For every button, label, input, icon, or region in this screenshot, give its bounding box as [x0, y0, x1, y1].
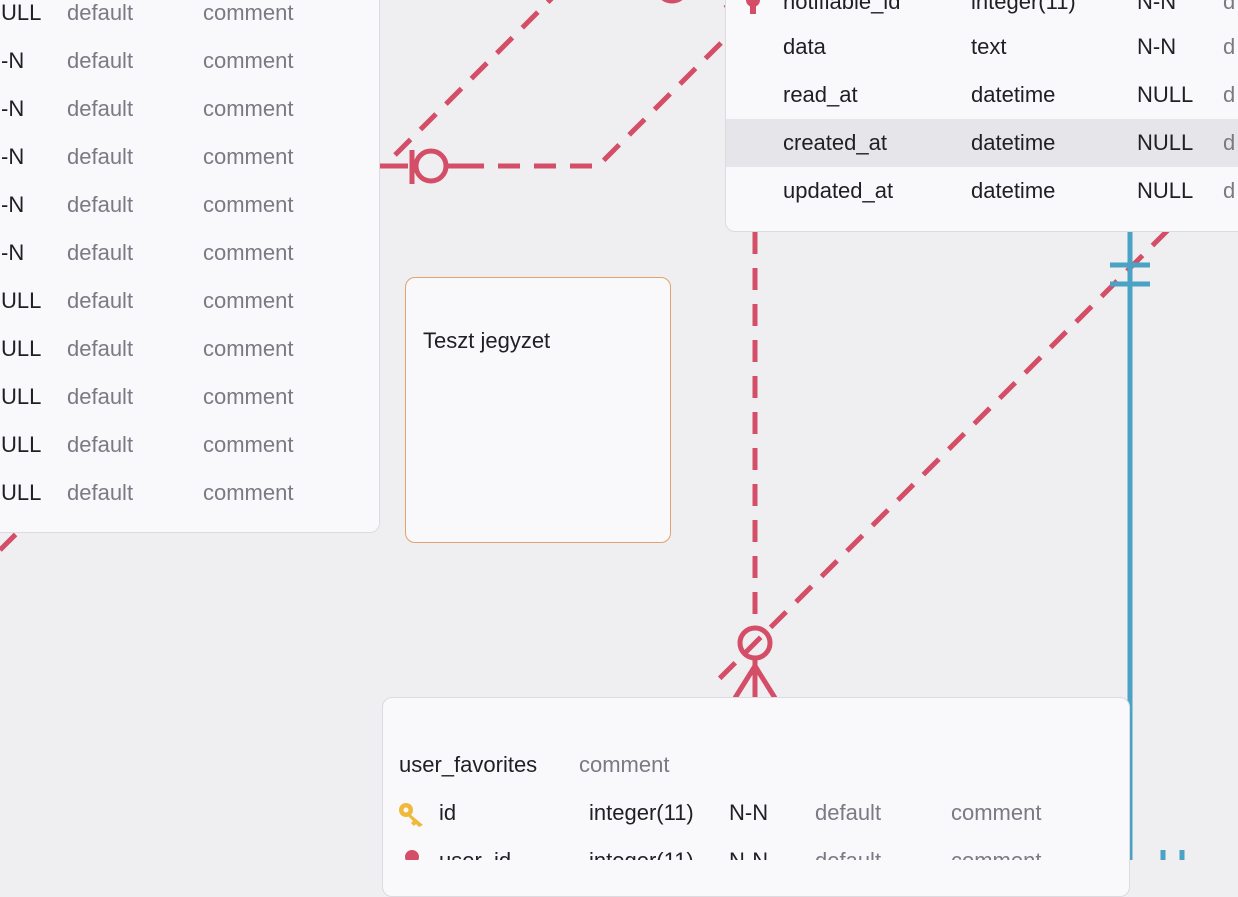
left-table[interactable]: ULL default comment -N default comment -… — [0, 0, 380, 533]
column-default: d — [1223, 130, 1236, 155]
column-name: user_id — [439, 837, 511, 860]
relation-line-left-mid[interactable] — [462, 27, 737, 169]
column-nullable: N-N — [729, 800, 769, 825]
table-row[interactable]: data text N-N d — [726, 23, 1238, 71]
column-type: datetime — [971, 178, 1056, 203]
column-default: d — [1223, 34, 1236, 59]
table-row[interactable]: read_at datetime NULL d — [726, 71, 1238, 119]
column-comment: comment — [951, 800, 1042, 825]
column-default: default — [67, 0, 134, 25]
column-name: read_at — [783, 82, 858, 107]
column-nullable: N-N — [1137, 0, 1177, 14]
column-nullable: NULL — [1137, 130, 1194, 155]
table-row[interactable]: ULL default comment — [0, 0, 379, 37]
column-default: default — [67, 96, 134, 121]
column-comment: comment — [203, 144, 294, 169]
column-nullable: -N — [1, 144, 25, 169]
column-default: default — [67, 48, 134, 73]
relation-line-left-bottom[interactable] — [0, 532, 18, 552]
column-default: default — [67, 480, 134, 505]
note-text: Teszt jegyzet — [423, 328, 551, 353]
column-nullable: ULL — [1, 432, 42, 457]
column-nullable: ULL — [1, 384, 42, 409]
table-row[interactable]: -N default comment — [0, 133, 379, 181]
column-comment: comment — [203, 480, 294, 505]
cardinality-zero-circle — [413, 148, 449, 184]
column-default: default — [67, 192, 134, 217]
column-name: updated_at — [783, 178, 894, 203]
column-default: d — [1223, 178, 1236, 203]
table-name[interactable]: user_favorites — [399, 752, 538, 777]
column-name: id — [439, 800, 457, 825]
relation-line-left-top[interactable] — [393, 0, 560, 157]
table-row[interactable]: notifiable_id integer(11) N-N d — [726, 0, 1238, 26]
table-row-selected[interactable]: created_at datetime NULL d — [726, 119, 1238, 167]
column-nullable: -N — [1, 240, 25, 265]
table-row[interactable]: ULL default comment — [0, 421, 379, 469]
table-row[interactable]: ULL default comment — [0, 373, 379, 421]
column-default: default — [815, 800, 882, 825]
table-row[interactable]: -N default comment — [0, 229, 379, 277]
crowfoot-many — [732, 661, 778, 700]
column-comment: comment — [951, 837, 1041, 860]
table-row[interactable]: -N default comment — [0, 37, 379, 85]
table-row[interactable]: -N default comment — [0, 181, 379, 229]
column-default: default — [67, 432, 134, 457]
column-name: notifiable_id — [783, 0, 901, 14]
note-card[interactable]: Teszt jegyzet — [405, 277, 671, 543]
table-row[interactable]: ULL default comment — [0, 325, 379, 373]
table-comment: comment — [579, 752, 670, 777]
column-comment: comment — [203, 48, 294, 73]
column-type: integer(11) — [971, 0, 1076, 14]
column-comment: comment — [203, 0, 294, 25]
column-default: d — [1223, 82, 1236, 107]
column-default: default — [815, 837, 881, 860]
table-row[interactable]: ULL default comment — [0, 277, 379, 325]
column-comment: comment — [203, 336, 294, 361]
column-nullable: NULL — [1137, 82, 1194, 107]
relation-line-diagonal[interactable] — [708, 228, 1170, 690]
column-nullable: ULL — [1, 336, 42, 361]
column-default: default — [67, 336, 134, 361]
column-nullable: N-N — [729, 837, 768, 860]
notifications-table[interactable]: notifiable_id integer(11) N-N d data tex… — [725, 0, 1238, 232]
foreign-key-icon — [746, 0, 760, 14]
column-nullable: NULL — [1137, 178, 1194, 203]
column-nullable: ULL — [1, 480, 42, 505]
table-row[interactable]: user_id integer(11) N-N default comment — [383, 837, 1129, 860]
column-comment: comment — [203, 96, 294, 121]
column-default: default — [67, 240, 134, 265]
column-name: created_at — [783, 130, 887, 155]
column-default: default — [67, 144, 134, 169]
column-nullable: ULL — [1, 0, 42, 25]
column-comment: comment — [203, 240, 294, 265]
table-row[interactable]: updated_at datetime NULL d — [726, 167, 1238, 215]
column-comment: comment — [203, 288, 294, 313]
column-comment: comment — [203, 384, 294, 409]
column-type: datetime — [971, 130, 1056, 155]
foreign-key-icon — [405, 850, 419, 860]
column-comment: comment — [203, 432, 294, 457]
column-nullable: ULL — [1, 288, 42, 313]
column-default: default — [67, 384, 134, 409]
column-type: integer(11) — [589, 800, 694, 825]
column-nullable: N-N — [1137, 34, 1177, 59]
table-row[interactable]: ULL default comment — [0, 469, 379, 517]
column-nullable: -N — [1, 96, 25, 121]
column-comment: comment — [203, 192, 294, 217]
column-nullable: -N — [1, 192, 25, 217]
primary-key-icon — [399, 803, 423, 827]
column-nullable: -N — [1, 48, 25, 73]
column-default: d — [1223, 0, 1236, 14]
column-name: data — [783, 34, 826, 59]
table-row[interactable]: -N default comment — [0, 85, 379, 133]
column-type: text — [971, 34, 1007, 59]
column-default: default — [67, 288, 134, 313]
table-row[interactable]: id integer(11) N-N default comment — [383, 789, 1129, 837]
column-type: integer(11) — [589, 837, 694, 860]
column-type: datetime — [971, 82, 1056, 107]
